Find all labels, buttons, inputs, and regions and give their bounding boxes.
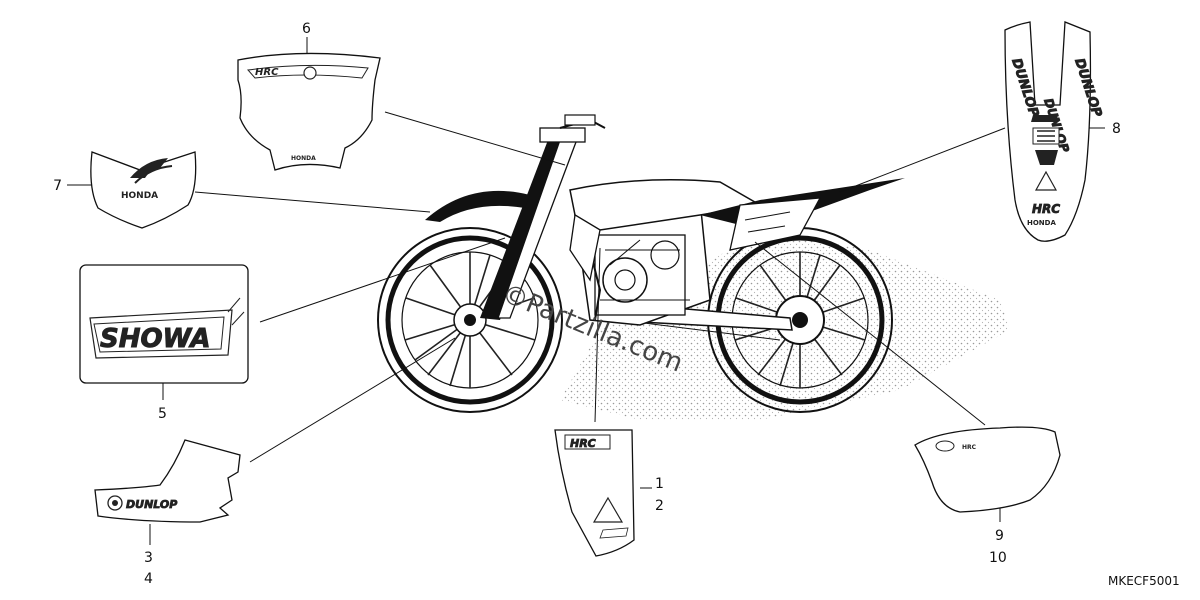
callout-2: 2	[655, 498, 664, 514]
front-fork	[480, 114, 606, 320]
callout-5: 5	[158, 406, 167, 422]
callout-6: 6	[302, 21, 311, 37]
part-3-4-swingarm-decal[interactable]: DUNLOP	[94, 439, 241, 523]
showa-text: SHOWA	[100, 324, 210, 354]
frame-engine	[574, 199, 711, 326]
callout-3: 3	[144, 550, 153, 566]
callout-7: 7	[53, 178, 62, 194]
plate-hrc-text: HRC	[255, 67, 279, 78]
tank-honda-text: HONDA	[121, 191, 158, 201]
shroud-hrc-text: HRC	[570, 437, 596, 450]
callout-9: 9	[995, 528, 1004, 544]
part-7-tank-wing-decal[interactable]: HONDA	[90, 151, 197, 229]
rear-side-cover	[729, 197, 822, 251]
callout-10: 10	[989, 550, 1007, 566]
plate-honda-text: HONDA	[291, 155, 316, 162]
part-6-front-number-plate[interactable]: HRC HONDA	[237, 52, 381, 171]
front-fender	[425, 190, 530, 222]
callout-1: 1	[655, 476, 664, 492]
part-9-10-side-cover-decal[interactable]: HRC	[914, 426, 1061, 513]
part-8-rear-fender-decal[interactable]: DUNLOP DUNLOP DUNLOP HRC HONDA	[1004, 21, 1105, 242]
dunlop-swingarm-text: DUNLOP	[126, 498, 177, 511]
rear-wheel	[707, 227, 893, 413]
part-1-2-shroud-decal[interactable]: HRC	[554, 429, 635, 557]
fender-honda-text: HONDA	[1027, 219, 1056, 227]
front-wheel	[377, 227, 563, 413]
leader-lines	[67, 37, 1105, 545]
part-5-fork-guard-decal[interactable]: SHOWA	[79, 264, 249, 384]
sidecover-logo-text: HRC	[962, 444, 977, 451]
callout-8: 8	[1112, 121, 1121, 137]
motorcycle-illustration	[377, 114, 905, 413]
fender-hrc-text: HRC	[1032, 202, 1060, 216]
callout-4: 4	[144, 571, 153, 587]
diagram-code: MKECF5001	[1108, 574, 1180, 588]
